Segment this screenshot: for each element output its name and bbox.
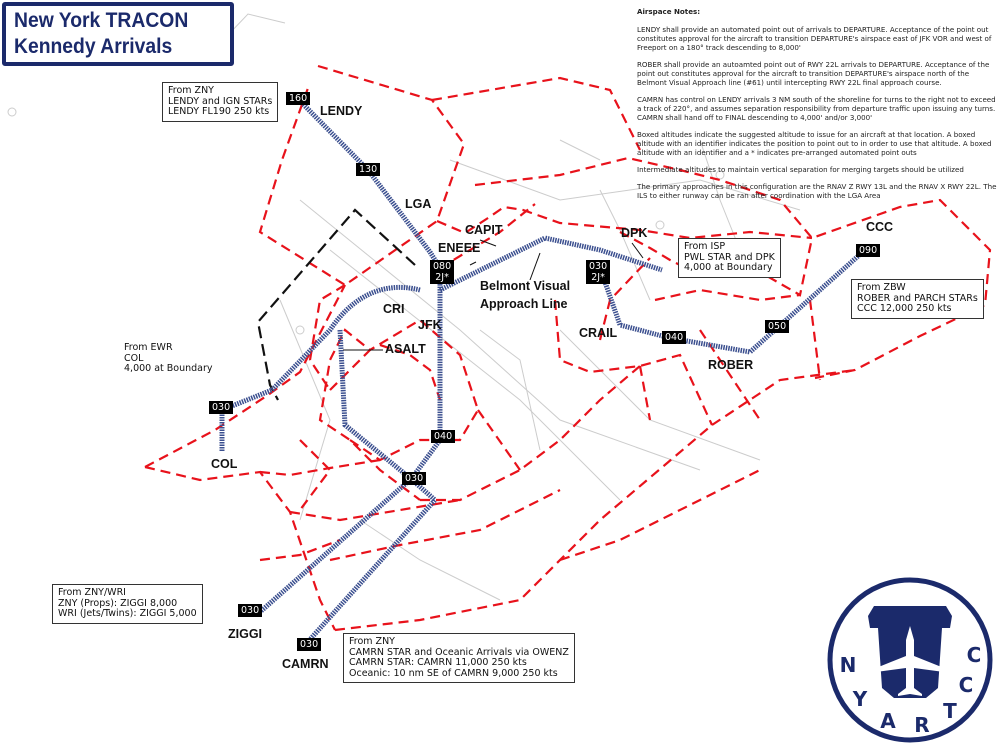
callout-line: COL <box>124 352 144 364</box>
note-rober: ROBER shall provide an autoamted point o… <box>637 60 990 87</box>
callout-line: From EWR <box>124 342 173 353</box>
callout-line: ZNY (Props): ZIGGI 8,000 <box>58 597 178 609</box>
altitude-box-rober-1: 040 <box>662 331 687 344</box>
belmont-label-line-1: Belmont Visual <box>480 279 571 293</box>
altitude-identifier: 2J* <box>591 272 605 283</box>
fix-label-lendy: LENDY <box>320 104 363 118</box>
fix-label-ccc: CCC <box>866 220 894 234</box>
fix-label-ziggi: ZIGGI <box>228 627 263 641</box>
fix-label-dpk: DPK <box>621 226 648 240</box>
fix-label-cri: CRI <box>383 302 405 316</box>
map-title: New York TRACON Kennedy Arrivals <box>2 2 234 66</box>
altitude-box-camrn: 030 <box>297 638 322 651</box>
svg-text:T: T <box>943 699 957 723</box>
callout-line: ROBER and PARCH STARs <box>857 292 978 304</box>
callout-line: Oceanic: 10 nm SE of CAMRN 9,000 250 kts <box>349 667 558 679</box>
callout-line: LENDY and IGN STARs <box>168 95 273 107</box>
altitude-box-ziggi: 030 <box>238 604 263 617</box>
altitude-box-col: 030 <box>209 401 234 414</box>
note-lendy: LENDY shall provide an automated point o… <box>637 25 992 52</box>
callout-line: From ZNY <box>168 85 214 96</box>
svg-text:A: A <box>880 709 896 733</box>
fix-label-jfk: JFK <box>418 318 442 332</box>
fix-label-lga: LGA <box>405 197 432 211</box>
altitude-box-crail: 030 2J* <box>586 260 611 284</box>
callout-line: WRI (Jets/Twins): ZIGGI 5,000 <box>58 608 197 619</box>
callout-zny-lendy: From ZNY LENDY and IGN STARs LENDY FL190… <box>162 82 279 122</box>
svg-text:R: R <box>914 713 929 737</box>
pointer-arrows <box>343 239 644 351</box>
callout-line: CAMRN STAR and Oceanic Arrivals via OWEN… <box>349 646 569 658</box>
fix-label-col: COL <box>211 457 238 471</box>
fix-label-eneee: ENEEE <box>438 241 481 255</box>
callout-zny-wri: From ZNY/WRI ZNY (Props): ZIGGI 8,000 WR… <box>52 584 203 624</box>
callout-isp: From ISP PWL STAR and DPK 4,000 at Bound… <box>678 238 781 278</box>
fix-label-capit: CAPIT <box>465 223 503 237</box>
altitude-box-rober-2: 050 <box>765 320 790 333</box>
callout-zny-camrn: From ZNY CAMRN STAR and Oceanic Arrivals… <box>343 633 575 683</box>
altitude-value: 030 <box>589 261 608 272</box>
altitude-value: 080 <box>433 261 452 272</box>
callout-line: CAMRN STAR: CAMRN 11,000 250 kts <box>349 657 527 668</box>
svg-text:N: N <box>840 653 857 677</box>
callout-line: CCC 12,000 250 kts <box>857 303 952 314</box>
svg-text:C: C <box>959 673 974 697</box>
callout-line: From ZBW <box>857 282 906 293</box>
note-camrn: CAMRN has control on LENDY arrivals 3 NM… <box>637 95 996 122</box>
callout-ewr: From EWR COL 4,000 at Boundary <box>118 339 219 379</box>
fix-label-rober: ROBER <box>708 358 754 372</box>
callout-line: From ZNY/WRI <box>58 587 126 598</box>
altitude-box-asalt: 030 <box>402 472 427 485</box>
fix-label-asalt: ASALT <box>385 342 426 356</box>
svg-text:Y: Y <box>852 687 868 711</box>
note-intermediate: Intermediate altitudes to maintain verti… <box>637 165 964 174</box>
callout-line: 4,000 at Boundary <box>124 363 213 374</box>
callout-line: 4,000 at Boundary <box>684 262 773 273</box>
altitude-box-jfk: 080 2J* <box>430 260 455 284</box>
altitude-identifier: 2J* <box>435 272 449 283</box>
altitude-box-final: 040 <box>431 430 456 443</box>
callout-line: From ZNY <box>349 636 395 647</box>
altitude-box-ccc: 090 <box>856 244 881 257</box>
callout-line: From ISP <box>684 241 726 252</box>
title-line-2: Kennedy Arrivals <box>14 35 173 58</box>
airspace-notes: Airspace Notes: LENDY shall provide an a… <box>637 7 997 208</box>
belmont-label-line-2: Approach Line <box>480 297 568 311</box>
note-boxed-altitudes: Boxed altitudes indicate the suggested a… <box>637 130 992 157</box>
notes-heading: Airspace Notes: <box>637 7 701 16</box>
fix-label-crail: CRAIL <box>579 326 618 340</box>
callout-line: PWL STAR and DPK <box>684 251 775 263</box>
fix-label-camrn: CAMRN <box>282 657 329 671</box>
title-line-1: New York TRACON <box>14 9 189 32</box>
altitude-box-lendy: 160 <box>286 92 311 105</box>
altitude-box-lendy-2: 130 <box>356 163 381 176</box>
callout-zbw: From ZBW ROBER and PARCH STARs CCC 12,00… <box>851 279 984 319</box>
note-approaches: The primary approaches in this configura… <box>637 182 997 200</box>
svg-text:C: C <box>967 643 982 667</box>
callout-line: LENDY FL190 250 kts <box>168 106 270 117</box>
sector-boundaries <box>144 64 992 632</box>
